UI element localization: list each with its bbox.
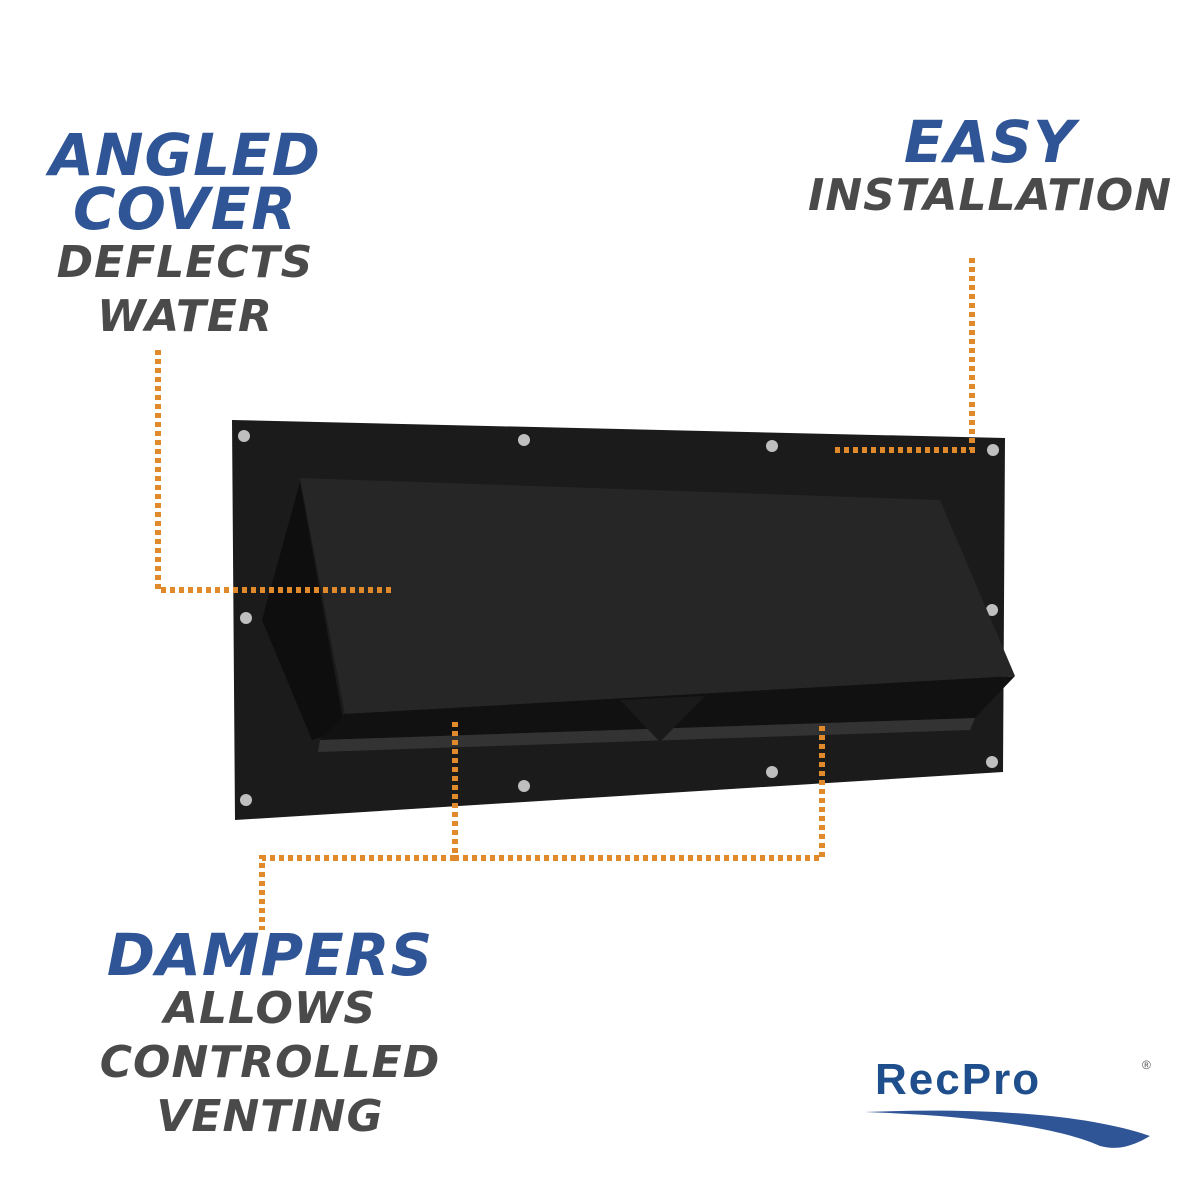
leader-easy xyxy=(835,258,975,453)
screw-holes xyxy=(238,430,999,806)
logo-text: RecPro xyxy=(875,1055,1042,1104)
damper-opening xyxy=(318,718,975,752)
callout-dampers: DAMPERS ALLOWS CONTROLLED VENTING xyxy=(60,921,480,1144)
angled-sub-line2: WATER xyxy=(97,291,273,342)
dampers-sub-line2: CONTROLLED xyxy=(99,1037,441,1088)
callout-easy-installation: EASY INSTALLATION xyxy=(790,108,1190,223)
leader-angled-cover xyxy=(155,350,395,593)
logo-swoosh-icon xyxy=(865,1110,1150,1148)
leader-dampers-label xyxy=(259,855,455,930)
leader-dampers xyxy=(452,722,825,861)
dampers-sub-line3: VENTING xyxy=(156,1091,384,1142)
angled-sub-line1: DEFLECTS xyxy=(56,237,314,288)
easy-heading: EASY xyxy=(903,108,1077,176)
angled-cover xyxy=(300,478,1015,714)
easy-sub: INSTALLATION xyxy=(807,170,1173,221)
damper-divider xyxy=(620,696,705,742)
recpro-logo: RecPro ® xyxy=(860,1050,1160,1160)
logo-registered-mark: ® xyxy=(1142,1058,1151,1072)
dampers-sub-line1: ALLOWS xyxy=(163,983,377,1034)
angled-heading-line1: ANGLED xyxy=(49,121,321,189)
leader-lines xyxy=(155,258,975,930)
hood-side xyxy=(262,482,345,740)
dampers-heading: DAMPERS xyxy=(106,921,434,989)
callout-angled-cover: ANGLED COVER DEFLECTS WATER xyxy=(30,121,340,344)
angled-heading-line2: COVER xyxy=(73,175,297,243)
